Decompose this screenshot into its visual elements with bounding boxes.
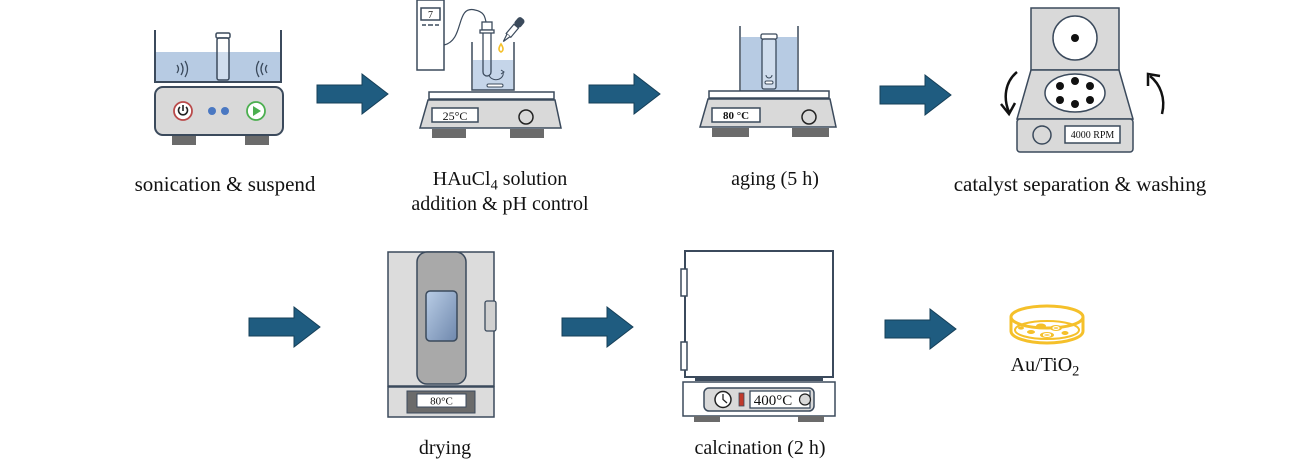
centrifuge-icon: 4000 RPM <box>1016 7 1134 153</box>
step-label-aging: aging (5 h) <box>731 168 819 190</box>
oven-display: 80°C <box>430 396 453 408</box>
stirrer-display-25: 25°C <box>443 109 468 123</box>
arrow-right-icon <box>248 305 321 349</box>
arrow-right-icon <box>884 307 957 351</box>
arrow-right-icon <box>561 305 634 349</box>
step-label-calcination: calcination (2 h) <box>694 437 826 459</box>
label-haucl4-sub: 4 <box>490 177 498 194</box>
step-label-haucl4: HAuCl4 solution addition & pH control <box>400 167 600 217</box>
label-haucl4-rest: solution <box>497 168 568 190</box>
muffle-furnace-icon: 400°C <box>680 250 836 422</box>
rotation-arrow-ccw-icon <box>1000 71 1018 117</box>
label-haucl4-main: HAuCl <box>432 168 491 190</box>
drying-oven-icon: 80°C <box>387 251 497 418</box>
furnace-display: 400°C <box>754 393 793 409</box>
arrow-right-icon <box>588 72 661 116</box>
water-bath-stirrer-icon: 80 °C <box>699 26 837 137</box>
step-label-separation: catalyst separation & washing <box>953 172 1207 196</box>
arrow-right-icon <box>879 73 952 117</box>
petri-dish-catalyst-icon <box>1009 304 1085 345</box>
product-label-sub: 2 <box>1072 363 1080 380</box>
stirrer-with-ph-meter-icon: 7 25°C <box>416 0 562 138</box>
step-label-drying: drying <box>418 437 472 459</box>
product-label-au-tio2: Au/TiO2 <box>990 353 1100 380</box>
ultrasonic-bath-icon <box>154 30 284 145</box>
rotation-arrow-cw-icon <box>1146 72 1165 115</box>
arrow-right-icon <box>316 72 389 116</box>
aging-display: 80 °C <box>723 110 749 122</box>
label-haucl4-line2: addition & pH control <box>411 193 589 215</box>
centrifuge-display: 4000 RPM <box>1071 130 1115 141</box>
product-label-main: Au/TiO <box>1010 354 1073 376</box>
step-label-sonication: sonication & suspend <box>134 172 316 196</box>
ph-meter-display: 7 <box>428 10 433 21</box>
